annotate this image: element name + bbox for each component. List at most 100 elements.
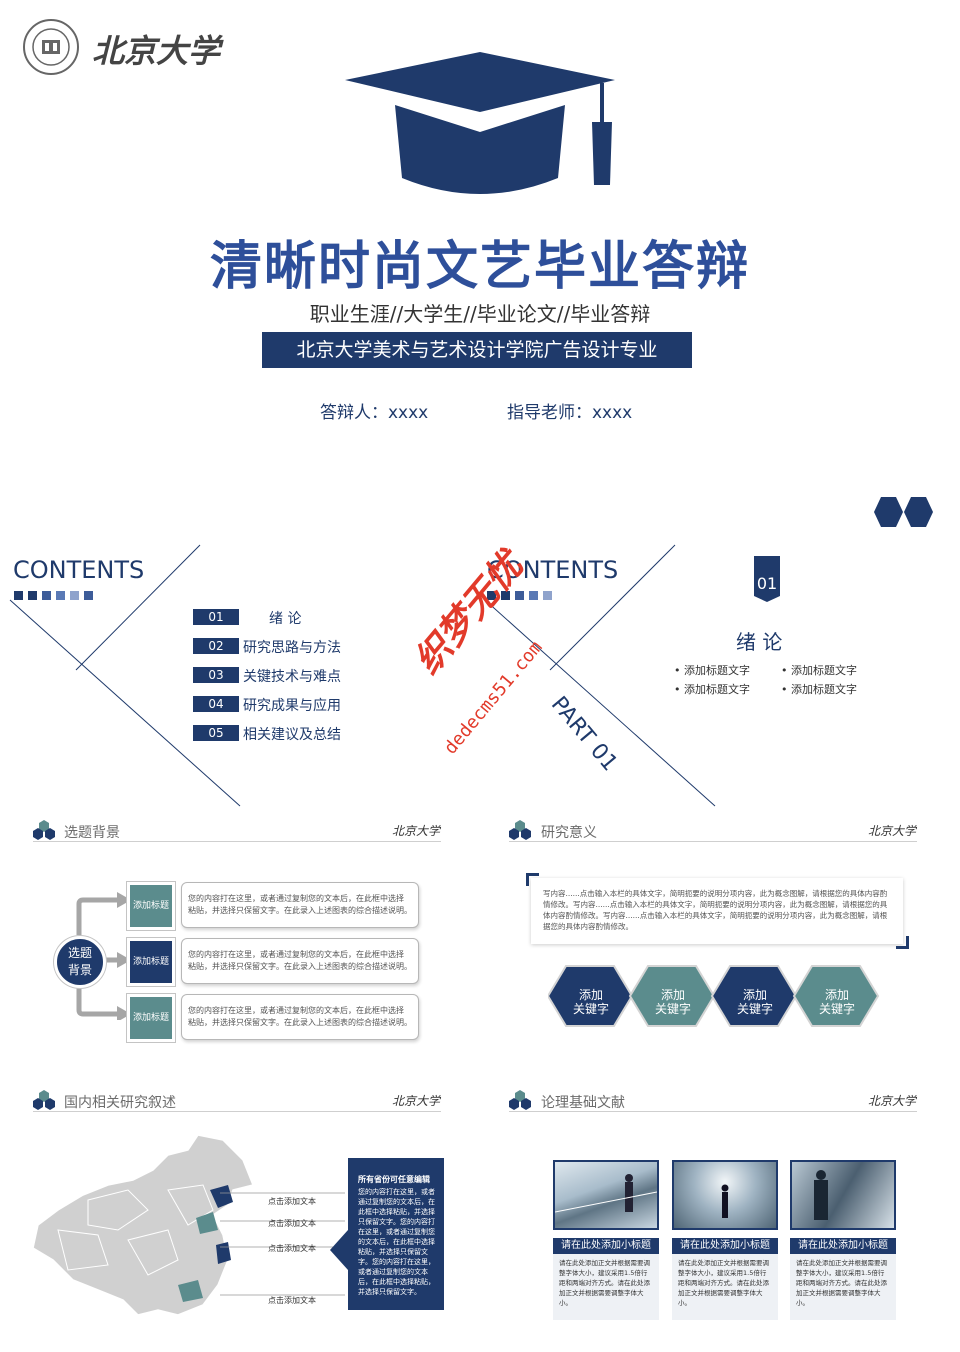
hex-keyword[interactable]: 添加 关键字 xyxy=(648,988,698,1016)
three-hex-icon xyxy=(509,820,531,844)
toc-number: 01 xyxy=(193,609,239,625)
card-body: 请在此处添加正文并根据需要调整字体大小，建议采用1.5倍行距和两端对齐方式。请在… xyxy=(553,1254,659,1320)
callout-arrow xyxy=(330,1230,348,1270)
topic-circle-line1: 选题 xyxy=(67,946,92,960)
toc-item[interactable]: 05 相关建议及总结 xyxy=(193,725,393,745)
hex-keyword-line1: 添加 xyxy=(742,988,767,1002)
content-line: 您的内容打在这里，或者通过复制您的文本后，在此框中选择 xyxy=(188,1006,404,1015)
header-rule xyxy=(33,841,441,842)
contents-title-left: CONTENTS xyxy=(13,556,145,584)
hex-keyword-line2: 关键字 xyxy=(818,1002,855,1016)
slide-header: 选题背景 xyxy=(64,825,120,841)
cover-subtitle: 职业生涯//大学生//毕业论文//毕业答辩 xyxy=(309,302,651,326)
contents-right-lines xyxy=(484,544,716,807)
card-body: 请在此处添加正文并根据需要调整字体大小，建议采用1.5倍行距和两端对齐方式。请在… xyxy=(672,1254,778,1320)
map-label[interactable]: 点击添加文本 xyxy=(268,1219,316,1228)
bullet-item: • 添加标题文字 xyxy=(674,664,750,677)
info-box[interactable]: 所有省份可任意编辑 您的内容打在这里，或者通过复制您的文本后，在此框中选择粘贴，… xyxy=(348,1158,444,1310)
literature-card[interactable]: 请在此处添加小标题 请在此处添加正文并根据需要调整字体大小，建议采用1.5倍行距… xyxy=(790,1160,896,1320)
pku-logo-small: 北京大学 xyxy=(392,824,441,838)
office-photo xyxy=(790,1160,896,1230)
hex-keyword[interactable]: 添加 关键字 xyxy=(566,988,616,1016)
header-rule xyxy=(509,1111,917,1112)
pku-logo-text: 北京大学 xyxy=(92,32,221,70)
quote-box[interactable]: 写内容......点击输入本栏的具体文字，简明扼要的说明分项内容，此为概念图解，… xyxy=(531,878,903,944)
slide-header: 论理基础文献 xyxy=(541,1095,625,1111)
title-tag[interactable]: 添加标题 xyxy=(127,938,175,986)
map-label[interactable]: 点击添加文本 xyxy=(268,1244,316,1253)
bullet-item: • 添加标题文字 xyxy=(674,683,750,696)
toc-number: 05 xyxy=(193,725,239,741)
toc-label: 研究成果与应用 xyxy=(243,698,341,714)
card-body: 请在此处添加正文并根据需要调整字体大小，建议采用1.5倍行距和两端对齐方式。请在… xyxy=(790,1254,896,1320)
map-label[interactable]: 点击添加文本 xyxy=(268,1296,316,1305)
topic-circle xyxy=(54,936,106,988)
title-tag[interactable]: 添加标题 xyxy=(127,882,175,930)
hex-keyword-line2: 关键字 xyxy=(572,1002,609,1016)
branch-arrows xyxy=(76,892,131,1020)
china-map[interactable] xyxy=(28,1130,258,1330)
toc-item[interactable]: 01 绪 论 xyxy=(193,609,393,629)
contents-left-lines xyxy=(9,544,241,807)
map-label[interactable]: 点击添加文本 xyxy=(268,1197,316,1206)
card-caption: 请在此处添加小标题 xyxy=(672,1238,778,1254)
slide-header: 研究意义 xyxy=(541,825,597,841)
pku-seal-logo xyxy=(22,18,80,76)
content-box[interactable]: 您的内容打在这里，或者通过复制您的文本后，在此框中选择 粘贴，并选择只保留文字。… xyxy=(181,994,419,1040)
content-box[interactable]: 您的内容打在这里，或者通过复制您的文本后，在此框中选择 粘贴，并选择只保留文字。… xyxy=(181,938,419,984)
contents-squares xyxy=(14,586,94,605)
toc-number: 02 xyxy=(193,638,239,654)
literature-card[interactable]: 请在此处添加小标题 请在此处添加正文并根据需要调整字体大小，建议采用1.5倍行距… xyxy=(553,1160,659,1320)
hex-keyword[interactable]: 添加 关键字 xyxy=(730,988,780,1016)
pku-logo-small: 北京大学 xyxy=(392,1094,441,1108)
graduation-cap-icon xyxy=(340,50,620,200)
toc-item[interactable]: 02 研究思路与方法 xyxy=(193,638,393,658)
hex-keyword-line1: 添加 xyxy=(578,988,603,1002)
three-hex-icon xyxy=(509,1090,531,1114)
toc-label: 关键技术与难点 xyxy=(243,669,341,685)
card-caption: 请在此处添加小标题 xyxy=(553,1238,659,1254)
header-rule xyxy=(509,841,917,842)
cover-banner: 北京大学美术与艺术设计学院广告设计专业 xyxy=(262,332,692,368)
toc-number: 04 xyxy=(193,696,239,712)
defender-label: 答辩人：xxxx xyxy=(320,403,429,423)
cover-title: 清晰时尚文艺毕业答辩 xyxy=(209,237,750,297)
hex-keyword-line2: 关键字 xyxy=(654,1002,691,1016)
bullet-item: • 添加标题文字 xyxy=(781,683,857,696)
hex-keyword-line1: 添加 xyxy=(824,988,849,1002)
office-photo xyxy=(553,1160,659,1230)
topic-circle-line2: 背景 xyxy=(67,963,92,977)
toc-label: 相关建议及总结 xyxy=(243,727,341,743)
three-hex-icon xyxy=(33,820,55,844)
hex-keyword-line2: 关键字 xyxy=(736,1002,773,1016)
content-line: 您的内容打在这里，或者通过复制您的文本后，在此框中选择 xyxy=(188,950,404,959)
content-line: 粘贴，并选择只保留文字。在此录入上述图表的综合描述说明。 xyxy=(188,1018,412,1027)
info-box-body: 您的内容打在这里，或者通过复制您的文本后，在此框中选择粘贴，并选择只保留文字。您… xyxy=(358,1188,435,1296)
toc-number: 03 xyxy=(193,667,239,683)
part-badge xyxy=(754,556,780,602)
content-line: 粘贴，并选择只保留文字。在此录入上述图表的综合描述说明。 xyxy=(188,906,412,915)
card-caption: 请在此处添加小标题 xyxy=(790,1238,896,1254)
contents-title-right: CONTENTS xyxy=(487,556,619,584)
title-tag[interactable]: 添加标题 xyxy=(127,994,175,1042)
toc-item[interactable]: 03 关键技术与难点 xyxy=(193,667,393,687)
bracket-top-left xyxy=(526,873,539,886)
toc-label: 研究思路与方法 xyxy=(243,640,341,656)
part-badge-number: 01 xyxy=(756,574,778,593)
content-box[interactable]: 您的内容打在这里，或者通过复制您的文本后，在此框中选择 粘贴，并选择只保留文字。… xyxy=(181,882,419,928)
toc-label: 绪 论 xyxy=(269,611,302,627)
toc-item[interactable]: 04 研究成果与应用 xyxy=(193,696,393,716)
quote-text: 写内容......点击输入本栏的具体文字，简明扼要的说明分项内容，此为概念图解，… xyxy=(543,889,888,931)
advisor-label: 指导老师：xxxx xyxy=(507,403,633,423)
hex-keyword[interactable]: 添加 关键字 xyxy=(812,988,862,1016)
hex-keyword-line1: 添加 xyxy=(660,988,685,1002)
slide-header: 国内相关研究叙述 xyxy=(64,1095,176,1111)
pku-logo-small: 北京大学 xyxy=(868,824,917,838)
office-photo xyxy=(672,1160,778,1230)
literature-card[interactable]: 请在此处添加小标题 请在此处添加正文并根据需要调整字体大小，建议采用1.5倍行距… xyxy=(672,1160,778,1320)
content-line: 粘贴，并选择只保留文字。在此录入上述图表的综合描述说明。 xyxy=(188,962,412,971)
header-rule xyxy=(33,1111,441,1112)
three-hex-icon xyxy=(33,1090,55,1114)
map-leader-lines xyxy=(220,1192,345,1296)
pku-logo-small: 北京大学 xyxy=(868,1094,917,1108)
